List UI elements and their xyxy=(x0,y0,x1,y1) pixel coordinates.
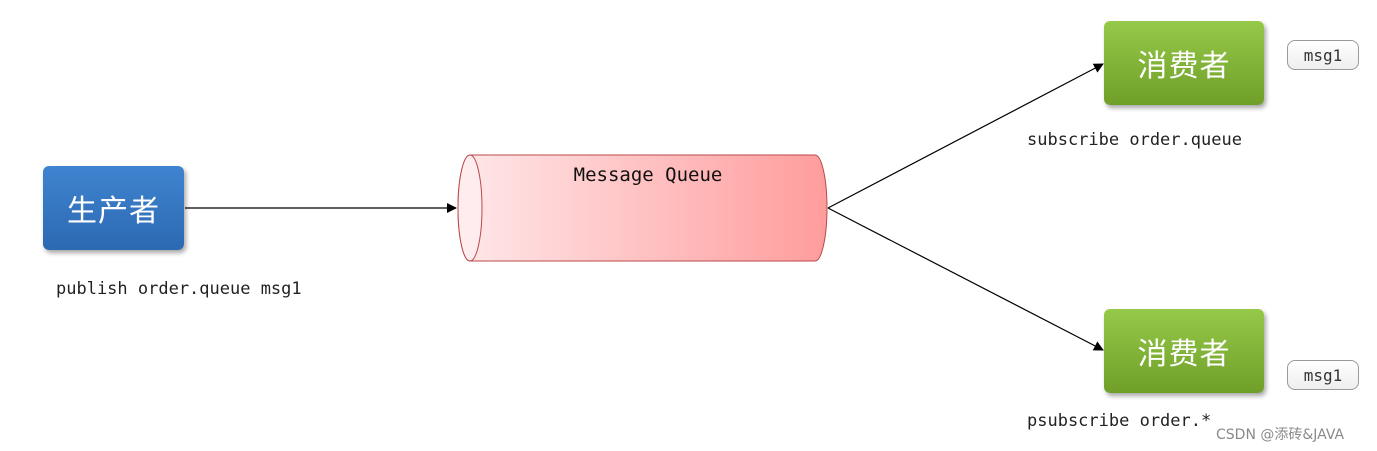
producer-command: publish order.queue msg1 xyxy=(56,279,302,299)
consumer-2-message-tag: msg1 xyxy=(1287,360,1359,390)
consumer-1-message-tag: msg1 xyxy=(1287,40,1359,70)
consumer-2-label: 消费者 xyxy=(1137,337,1231,372)
consumer-1-label: 消费者 xyxy=(1137,49,1231,84)
producer-box: 生产者 xyxy=(43,166,184,250)
consumer-2-message: msg1 xyxy=(1303,365,1343,385)
queue-to-consumer1-arrow xyxy=(827,63,1104,209)
consumer-1-command: subscribe order.queue xyxy=(1027,130,1242,150)
queue-label: Message Queue xyxy=(574,164,723,186)
message-queue-cylinder: Message Queue xyxy=(457,154,828,262)
producer-label: 生产者 xyxy=(67,194,160,229)
queue-to-consumer2-arrow xyxy=(827,207,1104,351)
consumer-2-command: psubscribe order.* xyxy=(1027,411,1212,431)
watermark: CSDN @添砖&JAVA xyxy=(1216,427,1345,443)
consumer-1-message: msg1 xyxy=(1303,45,1343,65)
consumer-box-1: 消费者 xyxy=(1104,21,1264,105)
consumer-box-2: 消费者 xyxy=(1104,309,1264,393)
